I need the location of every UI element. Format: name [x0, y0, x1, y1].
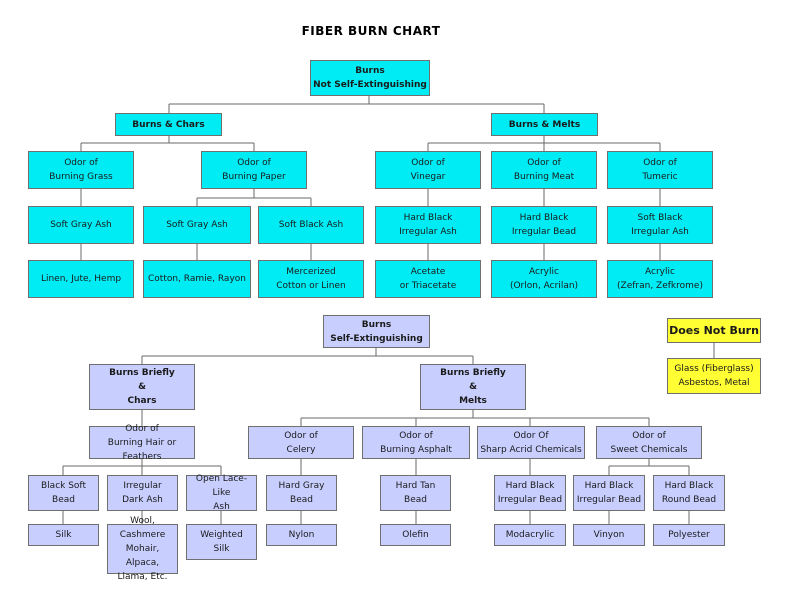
- fiber-glass-asbestos-metal: Glass (Fiberglass) Asbestos, Metal: [667, 358, 761, 394]
- node-soft-black-irregular-ash: Soft Black Irregular Ash: [607, 206, 713, 244]
- fiber-nylon: Nylon: [266, 524, 337, 546]
- node-odor-burning-meat: Odor of Burning Meat: [491, 151, 597, 189]
- fiber-vinyon: Vinyon: [573, 524, 645, 546]
- node-odor-burning-paper: Odor of Burning Paper: [201, 151, 307, 189]
- fiber-silk: Silk: [28, 524, 99, 546]
- node-open-lace-like-ash: Open Lace-Like Ash: [186, 474, 257, 512]
- node-hard-tan-bead: Hard Tan Bead: [380, 475, 451, 511]
- node-irregular-dark-ash: Irregular Dark Ash: [107, 475, 178, 511]
- node-odor-tumeric: Odor of Tumeric: [607, 151, 713, 189]
- node-burns-not-self-extinguishing: Burns Not Self-Extinguishing: [310, 60, 430, 96]
- fiber-modacrylic: Modacrylic: [494, 524, 566, 546]
- node-burns-briefly-chars: Burns Briefly & Chars: [89, 364, 195, 410]
- node-soft-gray-ash-grass: Soft Gray Ash: [28, 206, 134, 244]
- node-does-not-burn: Does Not Burn: [667, 318, 761, 343]
- node-odor-sharp-acrid-chemicals: Odor Of Sharp Acrid Chemicals: [477, 426, 585, 459]
- node-burns-and-chars: Burns & Chars: [115, 113, 222, 136]
- node-burns-briefly-melts: Burns Briefly & Melts: [420, 364, 526, 410]
- node-burns-and-melts: Burns & Melts: [491, 113, 598, 136]
- node-odor-celery: Odor of Celery: [248, 426, 354, 459]
- node-black-soft-bead: Black Soft Bead: [28, 475, 99, 511]
- fiber-olefin: Olefin: [380, 524, 451, 546]
- page-title: FIBER BURN CHART: [301, 24, 441, 38]
- node-soft-black-ash: Soft Black Ash: [258, 206, 364, 244]
- node-odor-burning-asphalt: Odor of Burning Asphalt: [362, 426, 470, 459]
- fiber-acrylic-zefran-zefkrome: Acrylic (Zefran, Zefkrome): [607, 260, 713, 298]
- node-hard-black-irregular-bead-sweet: Hard Black Irregular Bead: [573, 475, 645, 511]
- fiber-polyester: Polyester: [653, 524, 725, 546]
- node-hard-black-irregular-bead-meat: Hard Black Irregular Bead: [491, 206, 597, 244]
- fiber-weighted-silk: Weighted Silk: [186, 524, 257, 560]
- node-hard-black-irregular-ash: Hard Black Irregular Ash: [375, 206, 481, 244]
- node-odor-sweet-chemicals: Odor of Sweet Chemicals: [596, 426, 702, 459]
- fiber-acetate-triacetate: Acetate or Triacetate: [375, 260, 481, 298]
- node-hard-black-round-bead: Hard Black Round Bead: [653, 475, 725, 511]
- fiber-linen-jute-hemp: Linen, Jute, Hemp: [28, 260, 134, 298]
- node-odor-burning-grass: Odor of Burning Grass: [28, 151, 134, 189]
- node-hard-black-irregular-bead-acid: Hard Black Irregular Bead: [494, 475, 566, 511]
- fiber-mercerized-cotton-linen: Mercerized Cotton or Linen: [258, 260, 364, 298]
- node-hard-gray-bead: Hard Gray Bead: [266, 475, 337, 511]
- fiber-wool-cashmere: Wool, Cashmere Mohair, Alpaca, Llama, Et…: [107, 516, 178, 582]
- fiber-cotton-ramie-rayon: Cotton, Ramie, Rayon: [143, 260, 251, 298]
- node-odor-vinegar: Odor of Vinegar: [375, 151, 481, 189]
- node-burns-self-extinguishing: Burns Self-Extinguishing: [323, 315, 430, 348]
- fiber-acrylic-orlon-acrilan: Acrylic (Orlon, Acrilan): [491, 260, 597, 298]
- node-odor-burning-hair: Odor of Burning Hair or Feathers: [89, 424, 195, 462]
- node-soft-gray-ash-paper: Soft Gray Ash: [143, 206, 251, 244]
